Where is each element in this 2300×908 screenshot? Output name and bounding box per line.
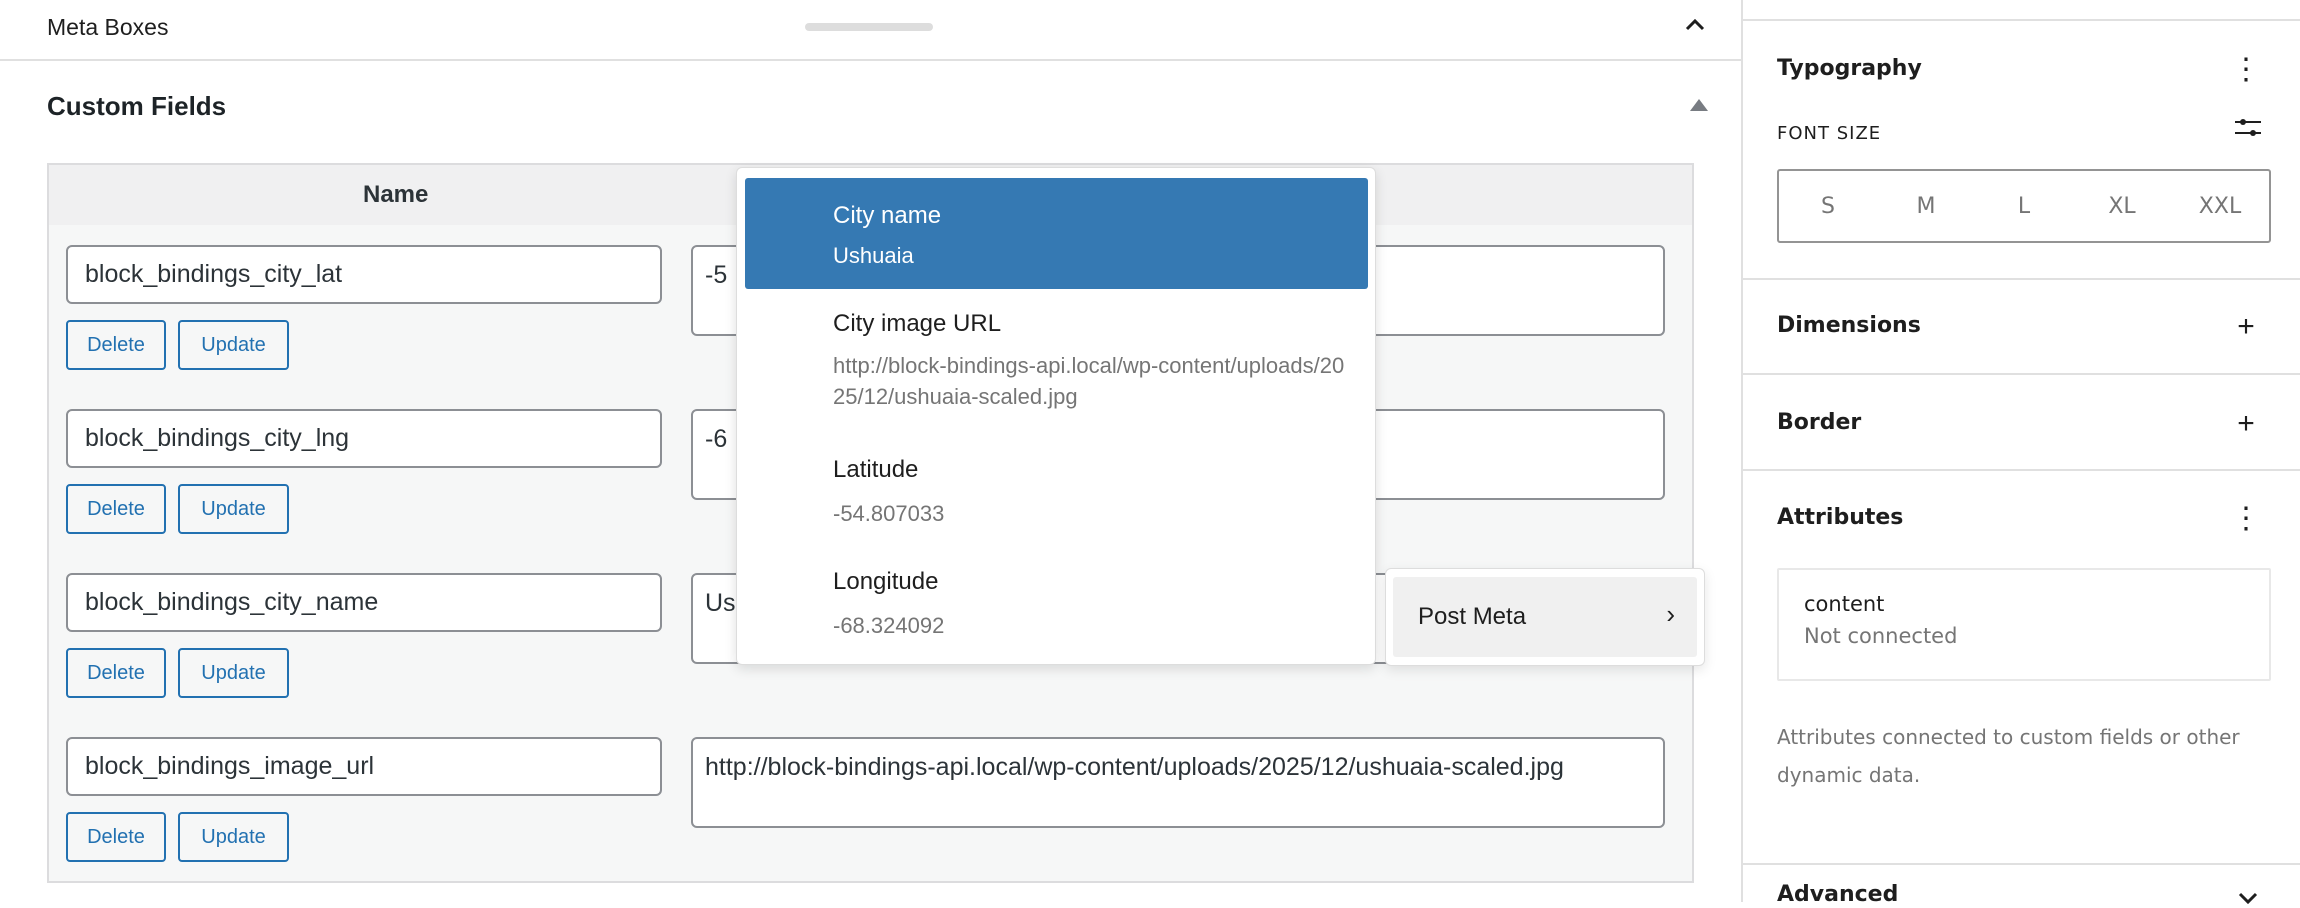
divider — [0, 59, 1741, 61]
divider — [1743, 278, 2300, 280]
menu-item-longitude[interactable]: Longitude -68.324092 — [745, 568, 1368, 641]
kebab-menu-icon[interactable]: ⋮ — [2231, 53, 2261, 86]
item-value: http://block-bindings-api.local/wp-conte… — [833, 353, 1345, 409]
divider — [1743, 373, 2300, 375]
field-name-input[interactable]: block_bindings_city_lng — [66, 409, 662, 468]
divider — [1743, 863, 2300, 865]
plus-icon[interactable]: + — [2237, 310, 2255, 343]
post-meta-dropdown: City name Ushuaia City image URL http://… — [736, 167, 1376, 665]
attributes-heading: Attributes — [1777, 505, 1904, 530]
update-button[interactable]: Update — [178, 320, 289, 370]
field-value-textarea[interactable]: http://block-bindings-api.local/wp-conte… — [691, 737, 1665, 828]
collapse-triangle-icon[interactable] — [1690, 99, 1708, 111]
font-size-xl[interactable]: XL — [2108, 193, 2136, 219]
field-name-input[interactable]: block_bindings_city_name — [66, 573, 662, 632]
field-name-input[interactable]: block_bindings_city_lat — [66, 245, 662, 304]
item-label: Longitude — [833, 568, 939, 595]
item-label: City name — [833, 202, 942, 229]
attribute-item-content[interactable]: content Not connected — [1777, 568, 2271, 681]
update-button[interactable]: Update — [178, 484, 289, 534]
item-label: Latitude — [833, 456, 919, 483]
attribute-status: Not connected — [1804, 624, 1958, 648]
menu-item-label: Post Meta — [1418, 603, 1527, 630]
font-size-toggle-group: S M L XL XXL — [1777, 169, 2271, 243]
delete-button[interactable]: Delete — [66, 320, 166, 370]
delete-button[interactable]: Delete — [66, 648, 166, 698]
advanced-heading[interactable]: Advanced — [1777, 882, 1899, 907]
settings-sidebar: Typography ⋮ FONT SIZE S M L XL XXL Dime… — [1741, 0, 2300, 907]
sliders-icon[interactable] — [2234, 117, 2262, 139]
resize-handle[interactable] — [805, 23, 933, 31]
custom-fields-title: Custom Fields — [47, 91, 227, 121]
item-value: -54.807033 — [833, 501, 945, 526]
item-label: City image URL — [833, 310, 1002, 337]
chevron-up-icon[interactable] — [1680, 10, 1710, 40]
typography-heading: Typography — [1777, 56, 1922, 81]
font-size-label: FONT SIZE — [1777, 123, 1882, 144]
chevron-down-icon[interactable] — [2234, 888, 2262, 908]
menu-item-city-name[interactable]: City name Ushuaia — [745, 178, 1368, 289]
meta-boxes-title: Meta Boxes — [47, 14, 169, 40]
menu-item-city-image-url[interactable]: City image URL http://block-bindings-api… — [745, 310, 1368, 412]
update-button[interactable]: Update — [178, 648, 289, 698]
attributes-help-text: Attributes connected to custom fields or… — [1777, 725, 2240, 787]
font-size-l[interactable]: L — [2017, 193, 2031, 219]
source-menu: Post Meta › — [1385, 568, 1705, 666]
divider — [1743, 469, 2300, 471]
divider — [1743, 19, 2300, 21]
kebab-menu-icon[interactable]: ⋮ — [2231, 502, 2261, 535]
font-size-m[interactable]: M — [1916, 193, 1936, 219]
item-value: -68.324092 — [833, 613, 945, 638]
plus-icon[interactable]: + — [2237, 407, 2255, 440]
attribute-name: content — [1804, 592, 1885, 616]
field-name-input[interactable]: block_bindings_image_url — [66, 737, 662, 796]
menu-item-latitude[interactable]: Latitude -54.807033 — [745, 456, 1368, 529]
dimensions-heading[interactable]: Dimensions — [1777, 313, 1921, 338]
delete-button[interactable]: Delete — [66, 484, 166, 534]
chevron-right-icon: › — [1666, 599, 1675, 629]
border-heading[interactable]: Border — [1777, 410, 1862, 435]
menu-item-post-meta[interactable]: Post Meta › — [1393, 577, 1697, 657]
column-header-name: Name — [363, 181, 429, 208]
item-value: Ushuaia — [833, 243, 914, 268]
font-size-s[interactable]: S — [1821, 193, 1835, 219]
update-button[interactable]: Update — [178, 812, 289, 862]
font-size-xxl[interactable]: XXL — [2198, 193, 2242, 219]
delete-button[interactable]: Delete — [66, 812, 166, 862]
